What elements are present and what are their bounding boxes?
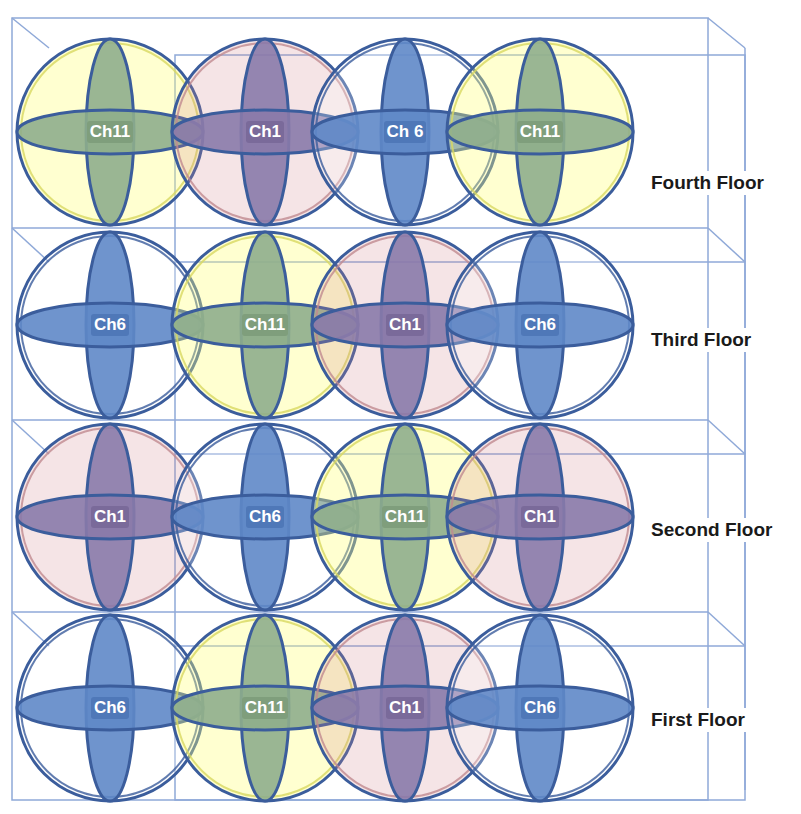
depth-edge	[708, 228, 745, 262]
floor-line	[12, 227, 708, 229]
channel-label: Ch11	[517, 121, 564, 143]
channel-label: Ch6	[91, 697, 129, 719]
floor-line	[12, 419, 708, 421]
channel-label: Ch 6	[384, 121, 427, 143]
vertical-lobe	[86, 39, 134, 225]
floor-label: Third Floor	[648, 328, 754, 352]
depth-edge	[708, 612, 745, 646]
vertical-lobe	[516, 424, 564, 610]
channel-label: Ch11	[242, 697, 289, 719]
floor-label: Fourth Floor	[648, 171, 767, 195]
channel-label: Ch6	[521, 697, 559, 719]
vertical-lobe	[516, 232, 564, 418]
vertical-lobe	[381, 39, 429, 225]
channel-label: Ch11	[382, 506, 429, 528]
horizontal-lobe	[447, 110, 633, 154]
vertical-lobe	[241, 424, 289, 610]
channel-label: Ch6	[521, 314, 559, 336]
vertical-lobe	[86, 232, 134, 418]
vertical-lobe	[86, 424, 134, 610]
depth-edge	[12, 228, 49, 262]
vertical-lobe	[381, 232, 429, 418]
horizontal-lobe	[447, 303, 633, 347]
channel-sphere: Ch1	[445, 422, 635, 612]
depth-edge	[12, 420, 49, 454]
sphere	[447, 232, 633, 418]
channel-label: Ch1	[246, 121, 284, 143]
channel-label: Ch11	[242, 314, 289, 336]
depth-edge	[744, 48, 746, 790]
floor-line	[12, 611, 708, 613]
channel-label: Ch1	[521, 506, 559, 528]
depth-edge	[12, 18, 49, 48]
front-face	[12, 18, 708, 800]
horizontal-lobe	[447, 686, 633, 730]
vertical-lobe	[381, 424, 429, 610]
channel-label: Ch1	[91, 506, 129, 528]
channel-label: Ch11	[87, 121, 134, 143]
channel-sphere: Ch6	[445, 613, 635, 803]
floor-label: First Floor	[648, 708, 748, 732]
horizontal-lobe	[447, 495, 633, 539]
vertical-lobe	[516, 615, 564, 801]
sphere	[447, 615, 633, 801]
depth-edge	[12, 612, 49, 646]
channel-sphere: Ch6	[445, 230, 635, 420]
vertical-lobe	[241, 615, 289, 801]
channel-label: Ch6	[246, 506, 284, 528]
floor-label: Second Floor	[648, 518, 775, 542]
vertical-lobe	[241, 232, 289, 418]
vertical-lobe	[381, 615, 429, 801]
channel-label: Ch1	[386, 697, 424, 719]
sphere	[447, 39, 633, 225]
channel-label: Ch6	[91, 314, 129, 336]
channel-label: Ch1	[386, 314, 424, 336]
depth-edge	[708, 420, 745, 454]
vertical-lobe	[86, 615, 134, 801]
depth-edge	[708, 18, 745, 48]
sphere	[447, 424, 633, 610]
channel-sphere: Ch11	[445, 37, 635, 227]
vertical-lobe	[516, 39, 564, 225]
vertical-lobe	[241, 39, 289, 225]
